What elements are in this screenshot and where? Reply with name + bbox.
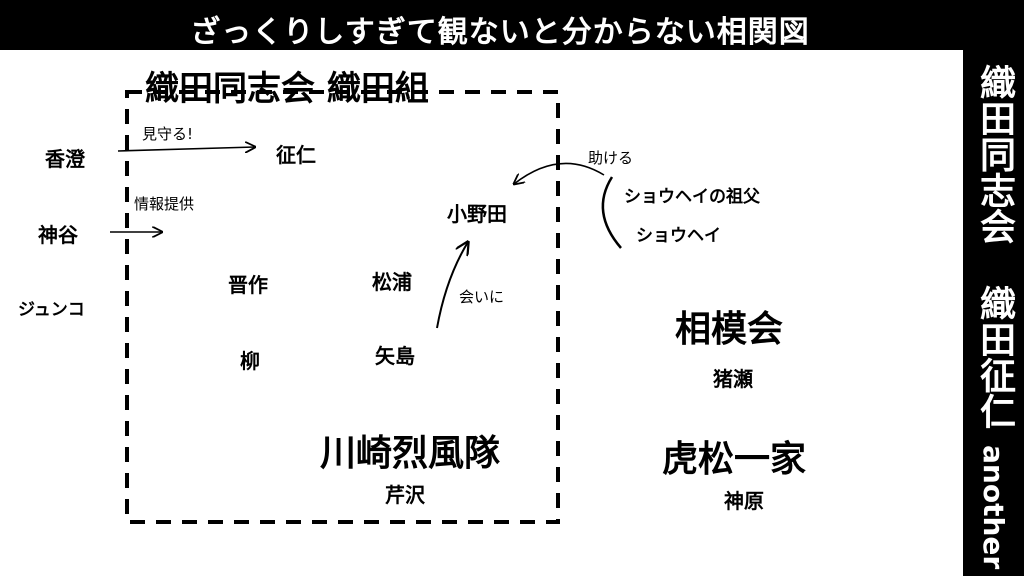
person-seiji: 征仁 (276, 143, 316, 167)
person-serizawa: 芹沢 (385, 483, 425, 507)
relation-tasukeru: 助ける (588, 149, 634, 167)
relation-mimamoru: 見守る! (142, 125, 194, 143)
group-toramatsu: 虎松一家 (662, 439, 807, 480)
person-shohei-grandfather: ショウヘイの祖父 (624, 187, 760, 207)
person-matsuura: 松浦 (372, 270, 412, 294)
person-yanagi: 柳 (240, 349, 260, 373)
person-inose: 猪瀬 (713, 367, 753, 391)
arrow-kasumi-to-seiji (117, 147, 255, 151)
person-kanbara: 神原 (724, 489, 764, 513)
person-kasumi: 香澄 (45, 147, 85, 171)
person-shinsaku: 晋作 (228, 273, 268, 297)
diagram-lines (110, 90, 622, 524)
sidebar-title: 織田同志会 織田征仁 (974, 64, 1015, 429)
person-onoda: 小野田 (447, 202, 507, 226)
arrow-to-onoda (436, 242, 468, 329)
relation-aini: 会いに (459, 288, 505, 306)
sidebar: 織田同志会 織田征仁 another (963, 50, 1024, 576)
person-shohei: ショウヘイ (636, 226, 721, 246)
title-bar: ざっくりしすぎて観ないと分からない相関図 (0, 0, 1024, 50)
sidebar-subtitle: another (977, 445, 1010, 570)
group-oda: 織田同志会 織田組 (145, 69, 429, 109)
arrow-help-onoda (514, 162, 605, 184)
relationship-diagram: 織田同志会 織田組 川崎烈風隊 相模会 虎松一家 香澄 神谷 ジュンコ 征仁 晋… (0, 50, 963, 576)
group-sagami: 相模会 (675, 309, 784, 350)
relation-joho: 情報提供 (134, 195, 195, 213)
shohei-bracket (601, 176, 622, 249)
group-kawasaki: 川崎烈風隊 (320, 433, 501, 474)
oda-group-boundary (125, 90, 560, 524)
person-junko: ジュンコ (18, 300, 85, 320)
person-kamiya: 神谷 (38, 223, 78, 247)
person-yajima: 矢島 (375, 344, 415, 368)
page-title: ざっくりしすぎて観ないと分からない相関図 (190, 15, 810, 50)
